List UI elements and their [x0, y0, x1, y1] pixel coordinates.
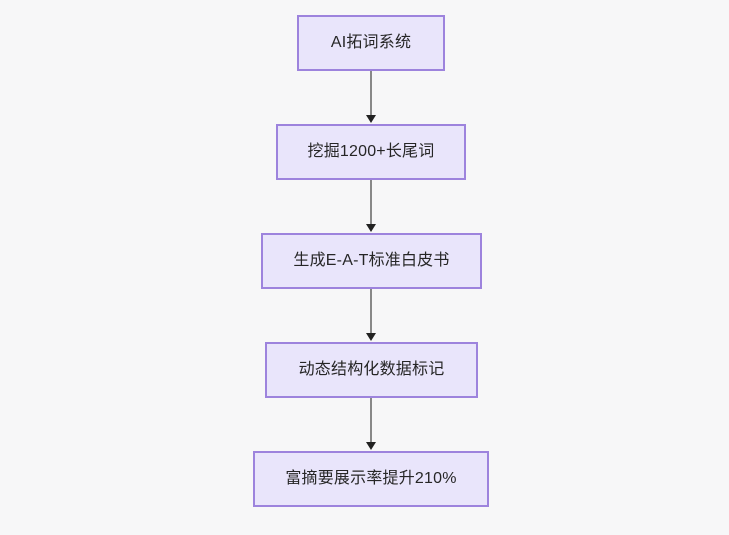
- flowchart-node-n5[interactable]: 富摘要展示率提升210%: [253, 451, 489, 507]
- flowchart-node-label: 富摘要展示率提升210%: [285, 470, 457, 487]
- flowchart-node-label: 动态结构化数据标记: [298, 361, 445, 378]
- flowchart-node-label: 生成E-A-T标准白皮书: [293, 252, 450, 269]
- flowchart-node-n1[interactable]: AI拓词系统: [297, 15, 445, 71]
- flowchart-node-n2[interactable]: 挖掘1200+长尾词: [276, 124, 466, 180]
- flowchart-node-label: 挖掘1200+长尾词: [307, 143, 435, 160]
- flowchart-node-n3[interactable]: 生成E-A-T标准白皮书: [261, 233, 482, 289]
- connector-arrow-n2-to-n3: [366, 180, 376, 232]
- connector-arrow-n4-to-n5: [366, 398, 376, 450]
- flowchart-node-label: AI拓词系统: [330, 34, 412, 51]
- connector-arrow-n3-to-n4: [366, 289, 376, 341]
- flowchart-node-n4[interactable]: 动态结构化数据标记: [265, 342, 478, 398]
- connector-arrow-n1-to-n2: [366, 71, 376, 123]
